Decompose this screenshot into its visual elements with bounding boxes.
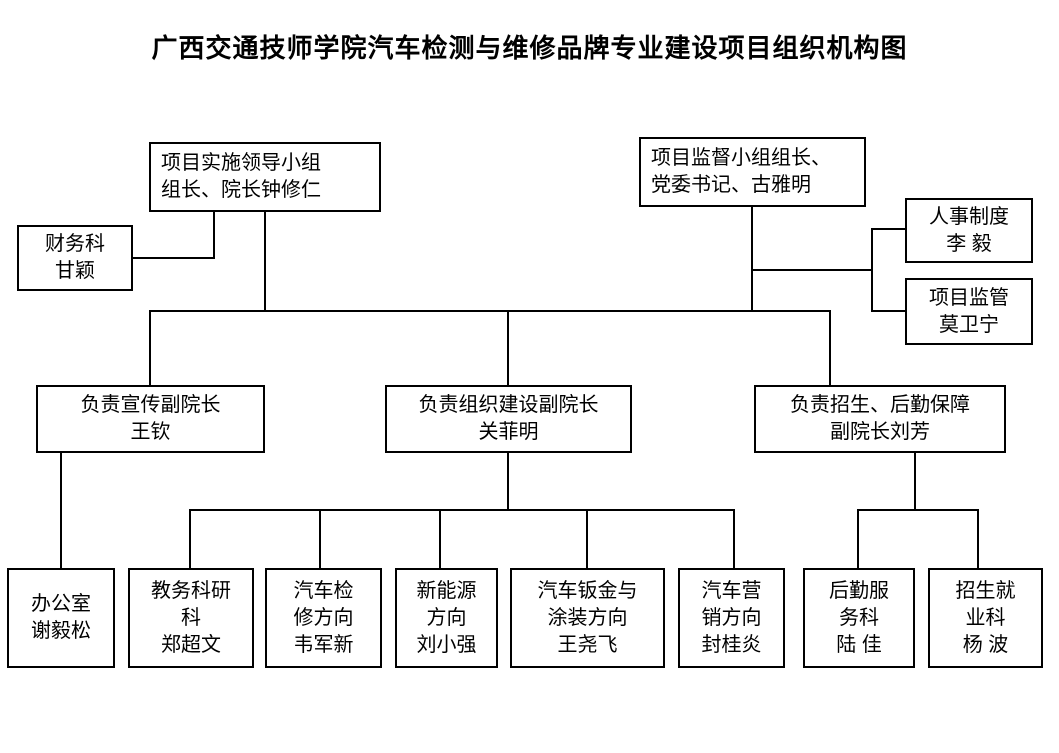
- connector-main-bus: [149, 310, 831, 312]
- node-vehicle-maintenance: 汽车检 修方向 韦军新: [265, 568, 382, 668]
- connector-supervision-riser: [751, 207, 753, 312]
- node-body-paint: 汽车钣金与 涂装方向 王尧飞: [510, 568, 665, 668]
- connector-children-bus: [189, 509, 735, 511]
- connector-finance-h: [133, 257, 215, 259]
- node-academic-research: 教务科研 科 郑超文: [128, 568, 254, 668]
- node-supervision-group: 项目监督小组组长、 党委书记、古雅明: [639, 137, 866, 207]
- connector-drop-publicity-vp: [149, 310, 151, 385]
- connector-stub-hr-policy: [871, 228, 905, 230]
- connector-enrollment-vp-riser: [914, 453, 916, 511]
- connector-right-children-bus: [857, 509, 979, 511]
- node-organization-vp: 负责组织建设副院长 关菲明: [385, 385, 632, 453]
- node-hr-policy: 人事制度 李 毅: [905, 198, 1033, 263]
- connector-drop-office: [60, 453, 62, 568]
- node-new-energy: 新能源 方向 刘小强: [395, 568, 498, 668]
- node-enrollment-employment: 招生就 业科 杨 波: [928, 568, 1043, 668]
- node-project-supervision: 项目监管 莫卫宁: [905, 278, 1033, 345]
- node-publicity-vp: 负责宣传副院长 王钦: [36, 385, 265, 453]
- connector-finance-v: [213, 211, 215, 259]
- connector-drop-new-energy: [439, 509, 441, 568]
- connector-drop-enrollment-vp: [829, 310, 831, 385]
- connector-stub-project-supervision: [871, 310, 905, 312]
- node-marketing: 汽车营 销方向 封桂炎: [678, 568, 785, 668]
- connector-drop-vehicle-maintenance: [319, 509, 321, 568]
- connector-drop-logistics-service: [857, 509, 859, 568]
- connector-implementation-riser: [264, 211, 266, 312]
- node-implementation-group: 项目实施领导小组 组长、院长钟修仁: [149, 142, 381, 212]
- connector-drop-organization-vp: [507, 310, 509, 385]
- connector-drop-body-paint: [586, 509, 588, 568]
- connector-drop-enrollment-employment: [977, 509, 979, 568]
- connector-supervision-branch-h: [751, 269, 873, 271]
- node-finance: 财务科 甘颖: [17, 225, 133, 291]
- connector-right-bracket-v: [871, 228, 873, 312]
- node-office: 办公室 谢毅松: [7, 568, 115, 668]
- connector-drop-marketing: [733, 509, 735, 568]
- node-logistics-service: 后勤服 务科 陆 佳: [803, 568, 915, 668]
- connector-organization-vp-riser: [507, 453, 509, 511]
- diagram-title: 广西交通技师学院汽车检测与维修品牌专业建设项目组织机构图: [151, 33, 908, 63]
- node-enrollment-logistics-vp: 负责招生、后勤保障 副院长刘芳: [754, 385, 1006, 453]
- connector-drop-academic-research: [189, 509, 191, 568]
